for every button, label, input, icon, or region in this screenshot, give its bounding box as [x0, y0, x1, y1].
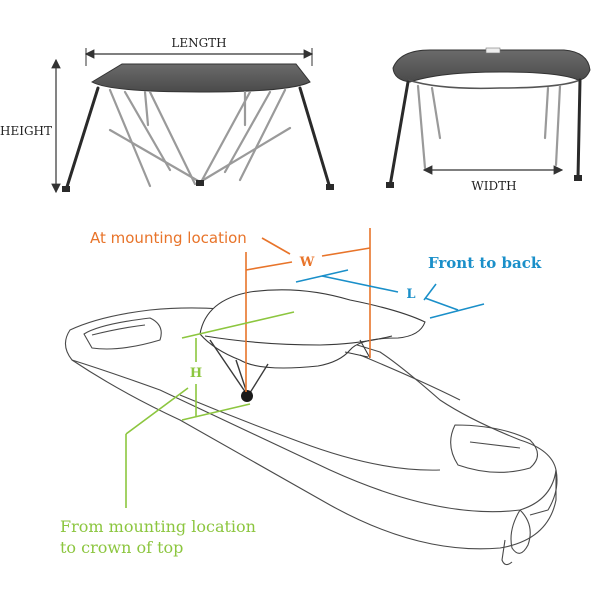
height-measure — [125, 311, 295, 508]
mounting-point-marker — [241, 390, 253, 402]
front-view-top: WIDTH — [386, 47, 591, 193]
height-label: HEIGHT — [0, 124, 52, 138]
front-canopy — [392, 49, 591, 83]
width-letter: W — [299, 255, 315, 270]
crown-label-line1: From mounting location — [60, 517, 256, 536]
mounting-location-label: At mounting location — [90, 229, 247, 247]
length-measure — [295, 269, 485, 319]
crown-label-line2: to crown of top — [60, 538, 183, 557]
side-canopy — [90, 63, 311, 93]
width-label: WIDTH — [471, 179, 516, 193]
front-to-back-label: Front to back — [428, 254, 542, 272]
length-letter: L — [406, 287, 415, 302]
width-measure — [245, 228, 371, 392]
height-letter: H — [190, 366, 202, 381]
bimini-on-boat — [199, 289, 426, 397]
length-label: LENGTH — [171, 36, 226, 50]
boat-outline — [64, 307, 558, 566]
side-view-top: LENGTH HEIGHT — [0, 36, 334, 194]
